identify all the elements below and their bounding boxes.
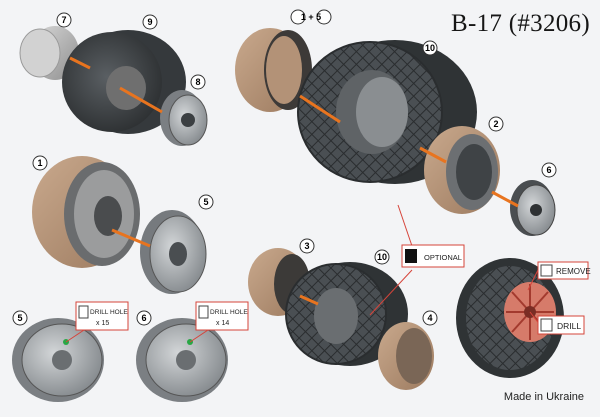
part-4-tan-wheel xyxy=(378,322,434,390)
part-10-small-tire xyxy=(285,262,408,366)
label-1: 1 xyxy=(32,155,48,171)
drill-icon xyxy=(540,318,553,332)
svg-text:6: 6 xyxy=(546,165,551,175)
svg-text:10: 10 xyxy=(425,43,435,53)
label-6-top: 6 xyxy=(541,162,557,178)
label-9: 9 xyxy=(142,14,158,30)
label-2: 2 xyxy=(488,116,504,132)
drill-label: DRILL xyxy=(557,321,581,331)
optional-callout: OPTIONAL xyxy=(369,204,465,316)
optional-label: OPTIONAL xyxy=(424,253,462,262)
part-1-5-tan-wheel xyxy=(235,28,312,112)
drill-hole-label: DRILL HOLE xyxy=(90,309,128,316)
drill-hole-icon xyxy=(198,305,209,319)
drill-hole-callout-15: DRILL HOLE x 15 xyxy=(65,301,129,343)
part-number-labels: 7 9 8 1 + 5 10 2 6 1 5 3 10 4 5 6 xyxy=(12,9,557,326)
part-5-hub xyxy=(140,210,207,294)
drill-callout: DRILL xyxy=(529,311,585,335)
label-10-bottom: 10 xyxy=(374,249,390,265)
optional-icon xyxy=(405,249,417,263)
label-4: 4 xyxy=(422,310,438,326)
diagram-title: B-17 (#3206) xyxy=(450,10,590,37)
part-2-tan-wheel xyxy=(424,126,500,214)
remove-icon xyxy=(540,264,553,277)
svg-text:1: 1 xyxy=(37,158,42,168)
drill-hole-callout-14: DRILL HOLE x 14 xyxy=(189,301,249,343)
footer-origin: Made in Ukraine xyxy=(503,391,584,403)
part-5-hub-drill xyxy=(12,318,104,402)
part-1-large-tan-wheel xyxy=(32,156,140,268)
part-6-hub xyxy=(510,180,556,236)
svg-text:9: 9 xyxy=(147,17,152,27)
label-6-bottom: 6 xyxy=(136,310,152,326)
label-10-top: 10 xyxy=(422,40,438,56)
axle-pins-top-center xyxy=(299,94,519,208)
remove-callout: REMOVE xyxy=(527,261,591,291)
svg-text:3: 3 xyxy=(304,241,309,251)
part-8-hub xyxy=(160,90,208,146)
label-5-mid: 5 xyxy=(198,194,214,210)
axle-pin-mid-left xyxy=(111,228,151,248)
label-1-5: 1 + 5 xyxy=(290,9,332,25)
part-6-hub-drill xyxy=(136,318,228,402)
label-5-bottom: 5 xyxy=(12,310,28,326)
svg-text:4: 4 xyxy=(427,313,432,323)
svg-text:1 + 5: 1 + 5 xyxy=(301,12,321,22)
drill-hole-qty: x 14 xyxy=(216,320,229,327)
label-3: 3 xyxy=(299,238,315,254)
label-7: 7 xyxy=(56,12,72,28)
svg-text:5: 5 xyxy=(17,313,22,323)
svg-text:7: 7 xyxy=(61,15,66,25)
axle-pins-top-left xyxy=(69,56,163,114)
svg-text:6: 6 xyxy=(141,313,146,323)
drill-hole-icon xyxy=(78,305,89,319)
svg-text:5: 5 xyxy=(203,197,208,207)
svg-text:2: 2 xyxy=(493,119,498,129)
drill-hole-label: DRILL HOLE xyxy=(210,309,248,316)
remove-label: REMOVE xyxy=(556,267,591,276)
svg-text:10: 10 xyxy=(377,252,387,262)
axle-pin-mid-center xyxy=(299,294,319,306)
drill-hole-qty: x 15 xyxy=(96,320,109,327)
label-8: 8 xyxy=(190,74,206,90)
svg-text:8: 8 xyxy=(195,77,200,87)
